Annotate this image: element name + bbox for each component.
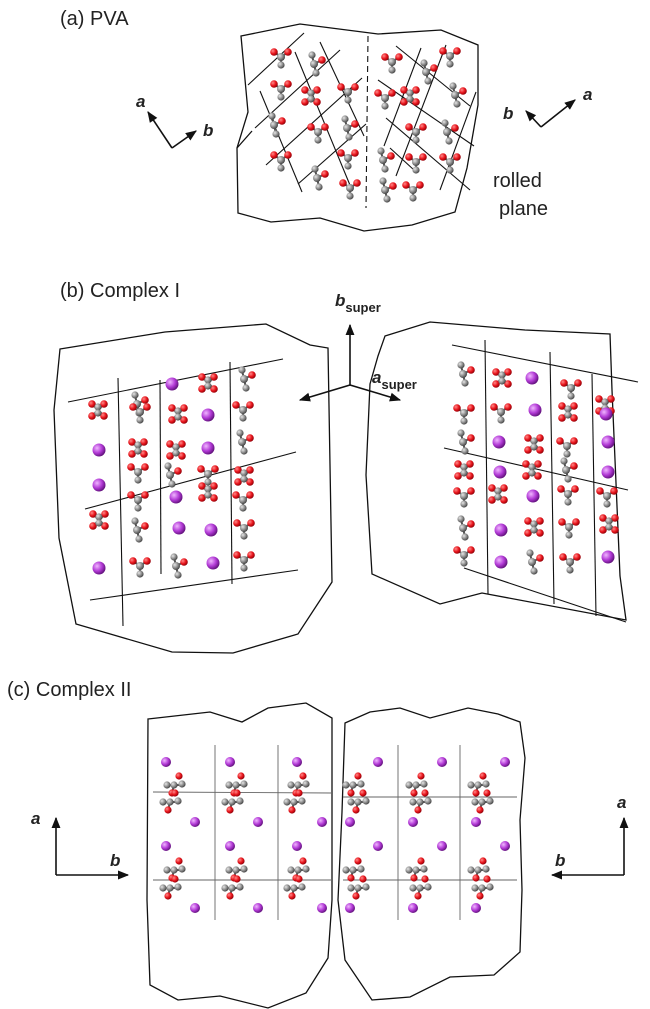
axis-b-label: b bbox=[555, 851, 565, 870]
panel-c-left-molecules bbox=[158, 757, 327, 913]
axis-b-label: b bbox=[110, 851, 120, 870]
panel-b-axes: bsuper asuper bbox=[298, 291, 417, 402]
panel-b-left-cell-lines bbox=[67, 358, 299, 627]
rolled-plane-label-line1: rolled bbox=[493, 170, 542, 192]
panel-c-axes-left: a b bbox=[31, 809, 130, 880]
panel-c-axes-right: a b bbox=[550, 793, 629, 880]
axis-a-label: a bbox=[31, 809, 40, 828]
axis-b-subscript: super bbox=[345, 300, 380, 315]
rolled-plane-label-line2: plane bbox=[499, 198, 548, 220]
panel-a-film-outline bbox=[236, 23, 479, 232]
panel-c: (c) Complex II bbox=[7, 679, 629, 1009]
panel-b-title: (b) Complex I bbox=[60, 280, 180, 302]
panel-b-right-cell-lines bbox=[443, 339, 639, 623]
panel-a: (a) PVA bbox=[60, 8, 592, 232]
axis-a-label: a bbox=[136, 92, 145, 111]
panel-c-left-film-outline bbox=[146, 702, 333, 1009]
panel-c-left-cell-lines bbox=[152, 745, 333, 920]
panel-c-title: (c) Complex II bbox=[7, 679, 131, 701]
panel-a-title: (a) PVA bbox=[60, 8, 129, 30]
axis-a-super-arrow-right bbox=[349, 384, 402, 402]
axis-b-label: b bbox=[503, 104, 513, 123]
axis-b-super-label: bsuper bbox=[335, 291, 381, 315]
axis-b-label: b bbox=[203, 121, 213, 140]
axis-a-label: a bbox=[617, 793, 626, 812]
axis-a-label: a bbox=[583, 85, 592, 104]
panel-c-right-cell-lines bbox=[343, 745, 517, 920]
panel-a-axes-right: b a bbox=[503, 85, 592, 128]
axis-b-arrow bbox=[525, 110, 542, 128]
panel-a-axes-left: a b bbox=[136, 92, 213, 149]
axis-b-letter: b bbox=[335, 291, 345, 310]
panel-b-left-film-outline bbox=[53, 323, 333, 654]
axis-b-arrow bbox=[171, 130, 197, 149]
panel-b-right-film-outline bbox=[365, 321, 627, 621]
panel-c-right-molecules bbox=[341, 757, 510, 913]
axis-a-super-label: asuper bbox=[372, 368, 417, 392]
axis-a-letter: a bbox=[372, 368, 381, 387]
axis-a-subscript: super bbox=[381, 377, 416, 392]
panel-c-right-film-outline bbox=[337, 707, 526, 1001]
axis-a-arrow bbox=[540, 99, 576, 128]
axis-a-super-arrow-left bbox=[298, 384, 351, 402]
axis-a-arrow bbox=[147, 111, 173, 149]
panel-b: (b) Complex I bbox=[53, 280, 639, 654]
